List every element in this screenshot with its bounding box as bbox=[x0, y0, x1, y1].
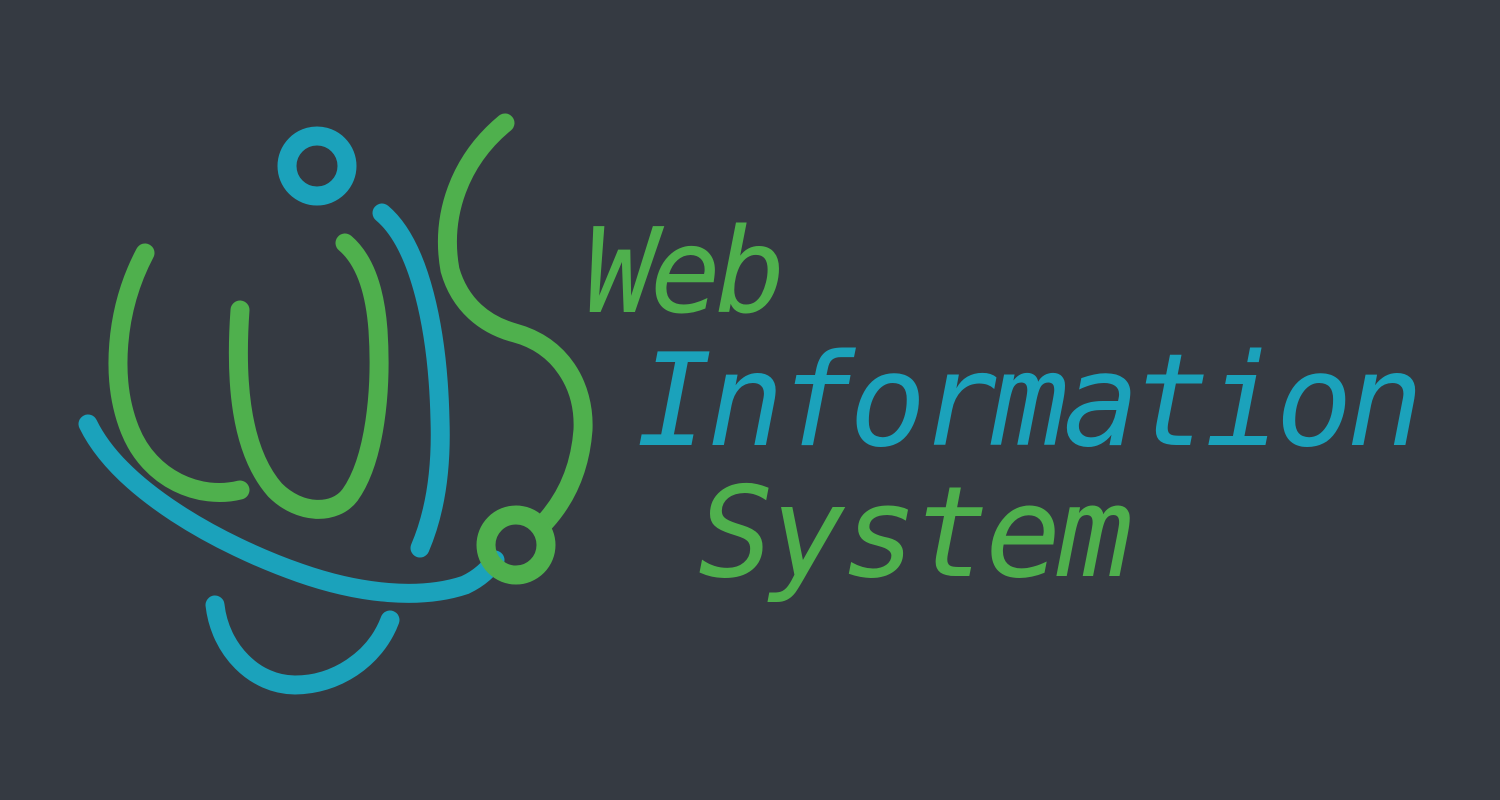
wordmark-web: Web bbox=[585, 202, 786, 340]
green-dot bbox=[476, 505, 556, 585]
blue-dot bbox=[277, 126, 357, 206]
green-w-left bbox=[108, 243, 250, 502]
wis-logo-mark-icon bbox=[78, 113, 593, 695]
blue-stem bbox=[372, 203, 450, 558]
green-w-middle bbox=[228, 233, 389, 519]
wordmark-system: System bbox=[698, 459, 1133, 606]
green-s bbox=[438, 113, 593, 532]
wordmark-information: Information bbox=[636, 327, 1424, 476]
blue-bottom-swoosh bbox=[205, 595, 400, 695]
blue-orbit-arc bbox=[78, 414, 505, 603]
